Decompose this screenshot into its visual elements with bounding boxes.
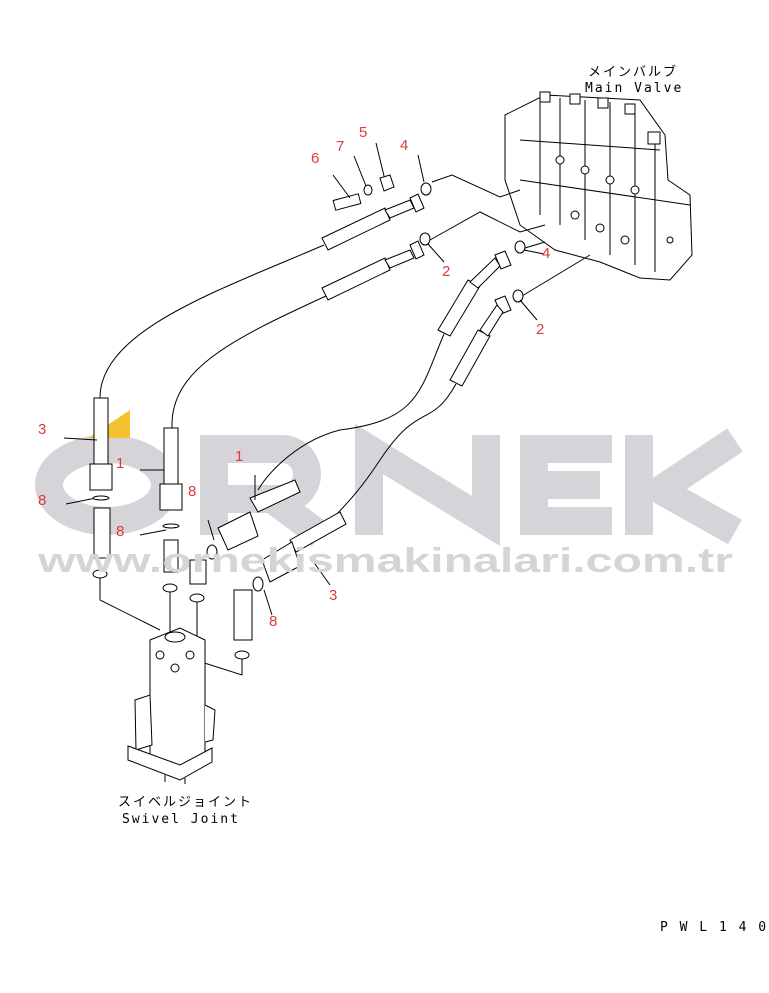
callout-6: 6 <box>311 150 319 167</box>
watermark-brand <box>35 410 743 547</box>
drawing-code: P W L 1 4 0 5 <box>660 920 769 935</box>
main-valve <box>504 91 693 281</box>
callout-1: 1 <box>235 448 243 465</box>
hoses <box>63 193 512 616</box>
callout-1: 1 <box>116 455 124 472</box>
callout-3: 3 <box>329 587 337 604</box>
callout-4: 4 <box>400 137 408 154</box>
callout-4: 4 <box>542 245 550 262</box>
callouts: 6 7 5 4 2 4 2 3 1 1 8 8 8 3 8 <box>38 124 550 630</box>
callout-8: 8 <box>188 483 196 500</box>
swivel-joint <box>127 627 216 784</box>
watermark-url: www.ornekismakinalari.com.tr <box>37 542 733 580</box>
callout-8: 8 <box>116 523 124 540</box>
swivel-joint-label-jp: スイベルジョイント <box>118 795 253 810</box>
main-valve-label-jp: メインバルブ <box>588 64 678 80</box>
callout-3: 3 <box>38 421 46 438</box>
swivel-joint-label-en: Swivel Joint <box>122 812 240 827</box>
main-valve-label-en: Main Valve <box>585 81 683 96</box>
bolt-washer-clamp <box>332 142 545 321</box>
callout-7: 7 <box>336 138 344 155</box>
fittings <box>92 495 264 676</box>
callout-8: 8 <box>269 613 277 630</box>
callout-2: 2 <box>442 263 450 280</box>
callout-5: 5 <box>359 124 367 141</box>
callout-2: 2 <box>536 321 544 338</box>
callout-8: 8 <box>38 492 46 509</box>
